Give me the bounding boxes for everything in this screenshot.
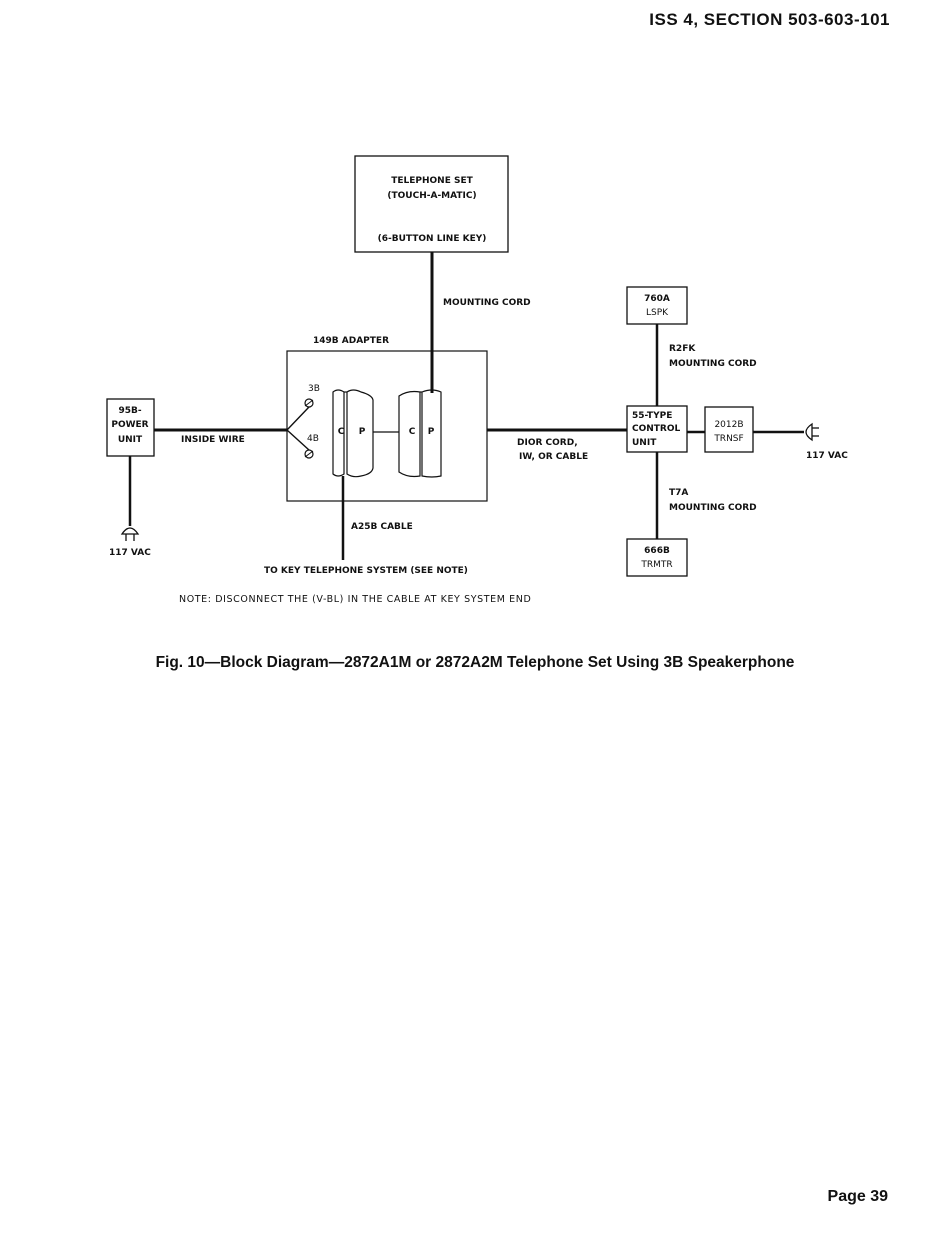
- adapter-box: [286, 350, 488, 502]
- trmtr-line2: TRMTR: [640, 560, 672, 570]
- to-key-system-label: TO KEY TELEPHONE SYSTEM (SEE NOTE): [264, 566, 468, 576]
- vac-right-label: 117 VAC: [806, 451, 848, 461]
- dior-cord-line2: IW, OR CABLE: [519, 452, 588, 462]
- plug-right-p: [421, 389, 442, 478]
- diagram-note: NOTE: DISCONNECT THE (V-BL) IN THE CABLE…: [179, 594, 532, 605]
- power-plug-right-icon: [805, 422, 813, 442]
- power-unit-line3: UNIT: [118, 435, 143, 445]
- plug-left-p-label: P: [359, 427, 366, 437]
- lspk-line2: LSPK: [646, 308, 669, 318]
- section-header: ISS 4, SECTION 503-603-101: [649, 10, 890, 29]
- adapter-label: 149B ADAPTER: [313, 336, 389, 346]
- power-unit-line1: 95B-: [118, 406, 141, 416]
- vac-left-label: 117 VAC: [109, 548, 151, 558]
- lspk-box: [626, 286, 688, 325]
- r2fk-line1: R2FK: [669, 344, 696, 354]
- power-unit-line2: POWER: [111, 420, 148, 430]
- plug-left-c-label: C: [338, 427, 345, 437]
- a25b-cable-label: A25B CABLE: [351, 522, 413, 532]
- control-unit-line3: UNIT: [632, 438, 657, 448]
- telephone-set-line1: TELEPHONE SET: [391, 176, 473, 186]
- t7a-line1: T7A: [669, 488, 688, 498]
- lspk-line1: 760A: [644, 294, 670, 304]
- plug-left-c: [332, 389, 345, 477]
- inside-wire-label: INSIDE WIRE: [181, 435, 245, 445]
- power-plug-left-icon: [120, 527, 140, 535]
- plug-left-p: [346, 389, 374, 478]
- control-unit-line1: 55-TYPE: [632, 411, 672, 421]
- trnsf-line2: TRNSF: [713, 434, 743, 444]
- telephone-set-line3: (6-BUTTON LINE KEY): [378, 234, 487, 244]
- telephone-set-line2: (TOUCH-A-MATIC): [387, 191, 476, 201]
- trmtr-box: [626, 538, 688, 577]
- r2fk-line2: MOUNTING CORD: [669, 359, 757, 369]
- control-unit-line2: CONTROL: [632, 424, 681, 434]
- trnsf-line1: 2012B: [714, 420, 743, 430]
- plug-right-c: [398, 390, 421, 478]
- trmtr-line1: 666B: [644, 546, 670, 556]
- trnsf-box: [704, 406, 754, 453]
- jack-4b-label: 4B: [307, 434, 319, 444]
- figure-caption: Fig. 10—Block Diagram—2872A1M or 2872A2M…: [155, 654, 795, 671]
- mounting-cord-label: MOUNTING CORD: [443, 298, 531, 308]
- dior-cord-line1: DIOR CORD,: [517, 438, 578, 448]
- jack-3b-label: 3B: [308, 384, 320, 394]
- t7a-line2: MOUNTING CORD: [669, 503, 757, 513]
- plug-right-p-label: P: [428, 427, 435, 437]
- plug-right-c-label: C: [409, 427, 416, 437]
- page-number: Page 39: [827, 1188, 888, 1205]
